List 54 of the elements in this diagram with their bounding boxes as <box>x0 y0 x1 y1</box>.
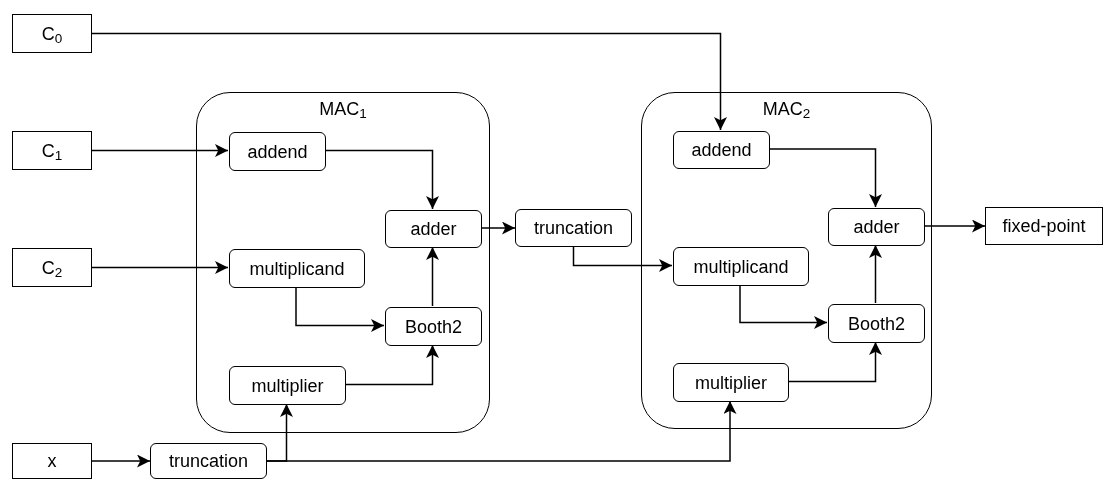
process-box <box>828 208 925 246</box>
arrow <box>572 246 673 272</box>
box-label: x <box>47 450 57 473</box>
box-label: addend <box>691 139 752 162</box>
box-label: truncation <box>533 217 614 240</box>
box-label: multiplicand <box>693 255 789 279</box>
arrow <box>91 454 151 468</box>
input-box <box>12 131 92 170</box>
process-box <box>229 366 346 405</box>
process-box <box>229 249 365 288</box>
arrow <box>787 341 882 383</box>
module-title: MAC$_{2}$ <box>761 98 812 121</box>
process-box <box>673 247 809 286</box>
arrow <box>266 400 737 462</box>
process-box <box>150 443 267 479</box>
input-box <box>985 207 1103 245</box>
box-label: multiplier <box>251 374 324 398</box>
module-container <box>196 92 490 433</box>
process-box <box>229 132 326 171</box>
box-label: multiplicand <box>249 257 345 281</box>
box-label: C$_{2}$ <box>41 256 63 280</box>
process-box <box>828 304 925 343</box>
arrow <box>869 244 882 304</box>
arrow <box>91 144 229 157</box>
box-label: adder <box>410 218 457 241</box>
arrow <box>91 32 727 131</box>
process-box <box>673 363 789 402</box>
arrow <box>480 221 516 235</box>
box-label: C$_{1}$ <box>41 139 63 163</box>
box-label: addend <box>247 140 308 164</box>
box-label: fixed-point <box>1002 215 1086 238</box>
box-label: Booth2 <box>404 315 463 339</box>
process-box <box>673 131 770 169</box>
input-box <box>12 248 92 287</box>
arrow <box>923 219 986 233</box>
arrow <box>426 246 439 307</box>
box-label: C$_{0}$ <box>41 22 63 46</box>
process-box <box>385 210 482 248</box>
arrow <box>768 148 882 208</box>
input-box <box>12 14 92 53</box>
module-container <box>641 92 932 429</box>
arrow <box>344 344 439 386</box>
arrow <box>91 261 229 274</box>
process-box <box>515 209 632 247</box>
process-box <box>385 307 482 346</box>
arrow <box>739 284 828 329</box>
module-title: MAC$_{1}$ <box>318 98 368 121</box>
box-label: multiplier <box>695 371 767 395</box>
arrow <box>295 286 385 332</box>
box-label: Booth2 <box>847 312 906 336</box>
box-label: truncation <box>168 450 249 473</box>
arrow <box>324 149 439 210</box>
box-label: adder <box>853 216 900 239</box>
input-box <box>12 443 92 479</box>
